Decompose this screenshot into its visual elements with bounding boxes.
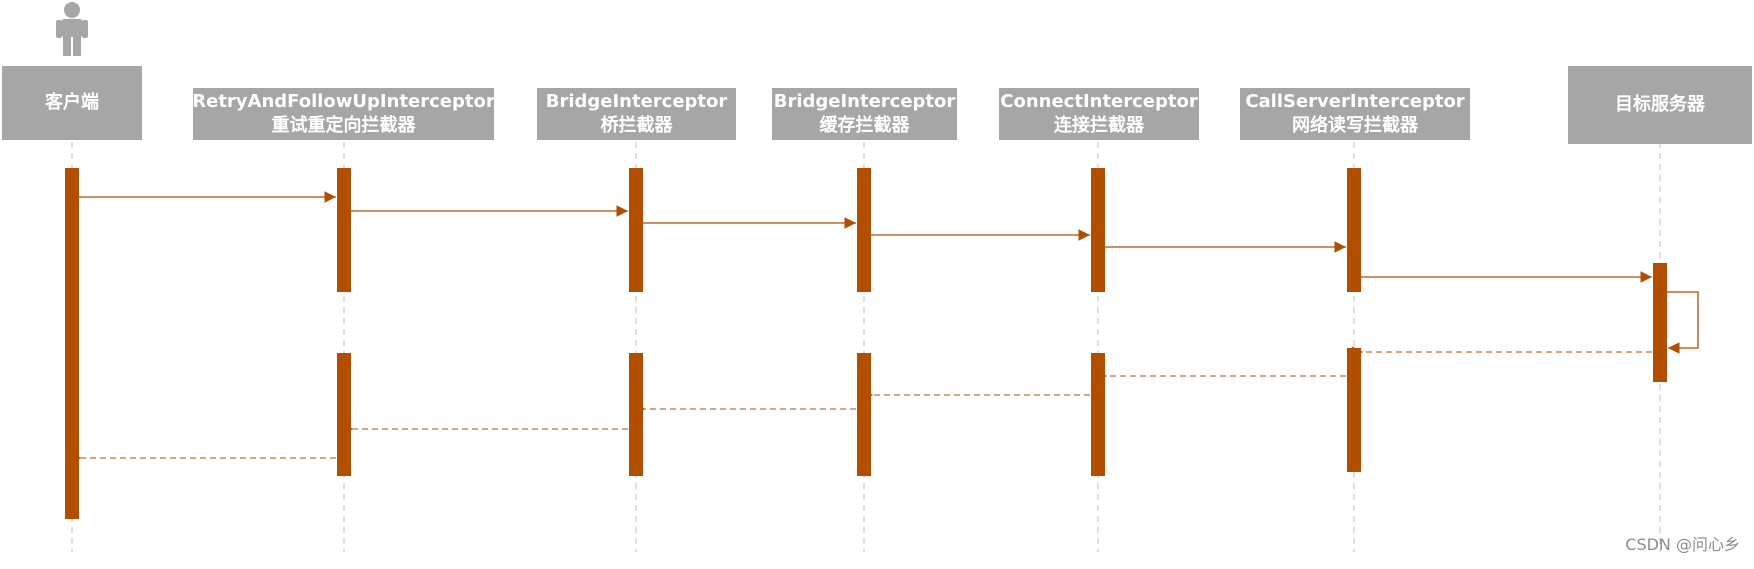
participant-bridge: BridgeInterceptor 桥拦截器 <box>537 88 736 140</box>
participant-cache-name: BridgeInterceptor <box>773 91 956 112</box>
activation-retry-response <box>337 353 351 476</box>
activation-connect-request <box>1091 168 1105 292</box>
activation-client <box>65 168 79 519</box>
activation-cache-request <box>857 168 871 292</box>
activation-bridge-response <box>629 353 643 476</box>
participant-server-label: 目标服务器 <box>1615 94 1705 115</box>
activation-connect-response <box>1091 353 1105 476</box>
message-server-self <box>1667 291 1699 354</box>
participant-callserver: CallServerInterceptor 网络读写拦截器 <box>1240 88 1470 140</box>
participant-bridge-name: BridgeInterceptor <box>545 91 728 112</box>
participant-callserver-label: 网络读写拦截器 <box>1292 115 1418 136</box>
participant-connect: ConnectInterceptor 连接拦截器 <box>999 88 1199 140</box>
participant-connect-label: 连接拦截器 <box>1054 115 1144 136</box>
activation-callserver-request <box>1347 168 1361 292</box>
participant-connect-name: ConnectInterceptor <box>1000 91 1198 112</box>
participant-retry-name: RetryAndFollowUpInterceptor <box>192 91 495 112</box>
watermark: CSDN @问心乡 <box>1625 535 1740 554</box>
activation-server <box>1653 263 1667 382</box>
activation-callserver-response <box>1347 348 1361 472</box>
person-icon <box>56 2 88 56</box>
participant-callserver-name: CallServerInterceptor <box>1245 91 1465 112</box>
participant-server: 目标服务器 <box>1568 66 1752 144</box>
activation-retry-request <box>337 168 351 292</box>
participant-retry-label: 重试重定向拦截器 <box>271 115 416 136</box>
participant-client: 客户端 <box>2 66 142 140</box>
activation-bridge-request <box>629 168 643 292</box>
participant-bridge-label: 桥拦截器 <box>600 115 673 136</box>
participant-cache-label: 缓存拦截器 <box>819 115 910 136</box>
participant-cache: BridgeInterceptor 缓存拦截器 <box>772 88 957 140</box>
participant-client-label: 客户端 <box>45 92 99 113</box>
activation-cache-response <box>857 353 871 476</box>
participant-retry: RetryAndFollowUpInterceptor 重试重定向拦截器 <box>192 88 495 140</box>
